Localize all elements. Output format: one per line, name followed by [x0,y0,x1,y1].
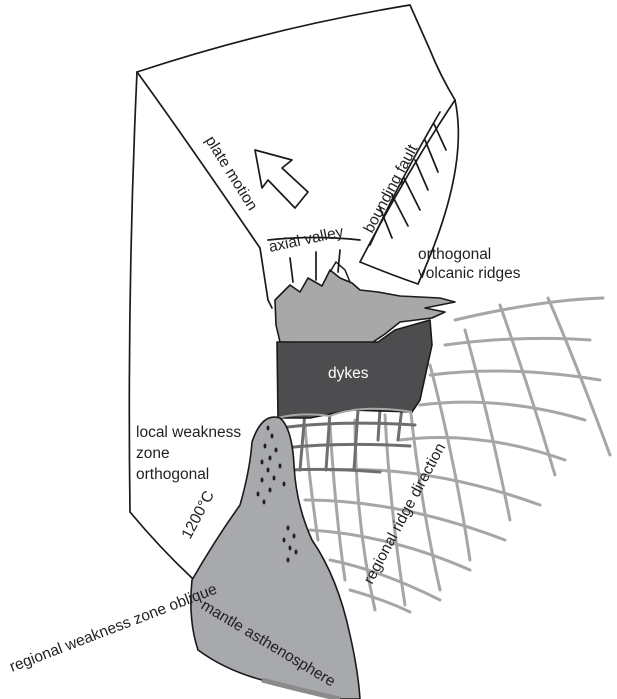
local-weakness-label: local weakness [136,424,241,441]
dykes-label: dykes [328,365,369,382]
orthogonal-label: orthogonal [418,246,491,263]
local-weakness-zone-label: zone [136,445,170,462]
axial-valley-label: axial valley [267,223,345,255]
local-weakness-orthogonal-label: orthogonal [136,466,209,483]
plate-motion-arrow-icon [255,150,308,208]
temperature-label: 1200°C [179,488,218,542]
plate-motion-label: plate motion [202,133,261,214]
volcanic-ridges-label: volcanic ridges [418,265,521,282]
regional-weakness-zone-label: regional weakness zone oblique [7,581,219,676]
bounding-fault-label: bounding fault [361,141,422,236]
